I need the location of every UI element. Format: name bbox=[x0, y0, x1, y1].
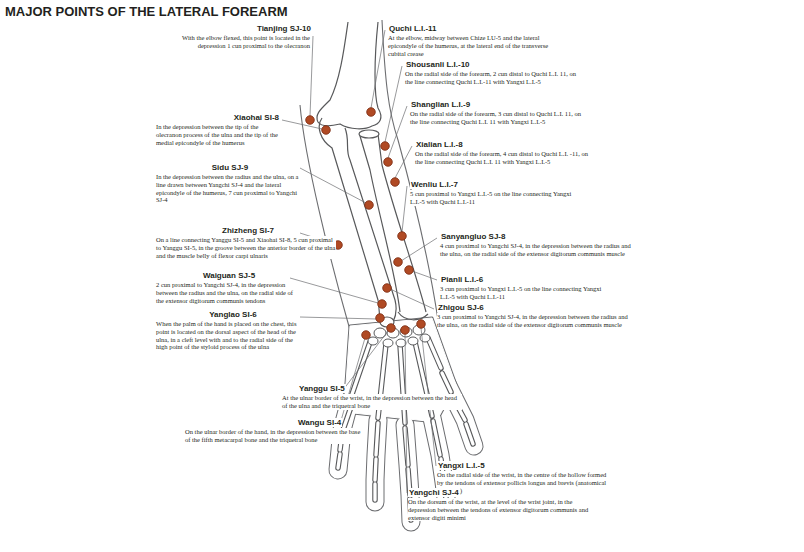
point-description: In the depression between the radius and… bbox=[156, 173, 302, 204]
point-name: Yanggu SI-5 bbox=[298, 384, 346, 393]
point-name: Xiaohai SI-8 bbox=[233, 113, 280, 122]
acupoint-dots bbox=[306, 108, 426, 340]
point-name: Wenliu L.I.-7 bbox=[410, 180, 459, 189]
point-name: Tianjing SJ-10 bbox=[256, 24, 312, 33]
point-description: In the depression between the tip of the… bbox=[156, 123, 280, 146]
point-name: Yangchi SJ-4 bbox=[408, 488, 460, 497]
point-description: On the radial side of the forearm, 2 cun… bbox=[405, 70, 580, 86]
hand-outline bbox=[338, 318, 474, 522]
point-description: At the ulnar border of the wrist, in the… bbox=[282, 394, 462, 410]
point-description: 2 cun proximal to Yangchi SJ-4, in the d… bbox=[156, 281, 298, 304]
point-description: On a line connecting Yanggu SI-5 and Xia… bbox=[156, 236, 336, 259]
point-name: Waiguan SJ-5 bbox=[202, 271, 256, 280]
point-description: 4 cun proximal to Yangchi SJ-4, in the d… bbox=[440, 242, 635, 258]
point-description: 5 cun proximal to Yangxi L.I.-5 on the l… bbox=[410, 190, 585, 206]
point-name: Sidu SJ-9 bbox=[211, 163, 249, 172]
diagram-title: MAJOR POINTS OF THE LATERAL FOREARM bbox=[5, 4, 288, 19]
point-description: When the palm of the hand is placed on t… bbox=[156, 320, 306, 351]
point-description: 3 cun proximal to Yangxi L.I.-5 on the l… bbox=[440, 285, 615, 301]
point-description: On the radial side of the forearm, 4 cun… bbox=[415, 150, 590, 166]
hand-bones bbox=[338, 325, 473, 520]
point-description: On the radial side of the wrist, in the … bbox=[437, 471, 607, 494]
point-name: Wangu SI-4 bbox=[297, 418, 342, 427]
point-name: Shousanli L.I.-10 bbox=[405, 60, 471, 69]
point-name: Sanyangluo SJ-8 bbox=[440, 232, 506, 241]
point-name: Shanglian L.I.-9 bbox=[410, 100, 471, 109]
point-name: Yanglao SI-6 bbox=[208, 310, 258, 319]
point-description: On the radial side of the forearm, 3 cun… bbox=[410, 110, 585, 126]
point-description: 3 cun proximal to Yangchi SJ-4, in the d… bbox=[437, 313, 637, 329]
point-name: Quchi L.I.-11 bbox=[388, 24, 438, 33]
point-name: Pianli L.I.-6 bbox=[440, 275, 484, 284]
point-name: Yangxi L.I.-5 bbox=[437, 461, 486, 470]
point-description: On the dorsum of the wrist, at the level… bbox=[408, 498, 598, 521]
point-description: With the elbow flexed, this point is loc… bbox=[168, 34, 310, 50]
ulna-bone bbox=[319, 118, 396, 327]
point-description: On the ulnar border of the hand, in the … bbox=[185, 428, 363, 444]
humerus-bone bbox=[317, 22, 381, 129]
point-name: Zhigou SJ-6 bbox=[437, 303, 485, 312]
point-name: Zhizheng SI-7 bbox=[221, 226, 275, 235]
point-name: Xialian L.I.-8 bbox=[415, 140, 464, 149]
point-description: At the elbow, midway between Chize LU-5 … bbox=[388, 34, 563, 57]
